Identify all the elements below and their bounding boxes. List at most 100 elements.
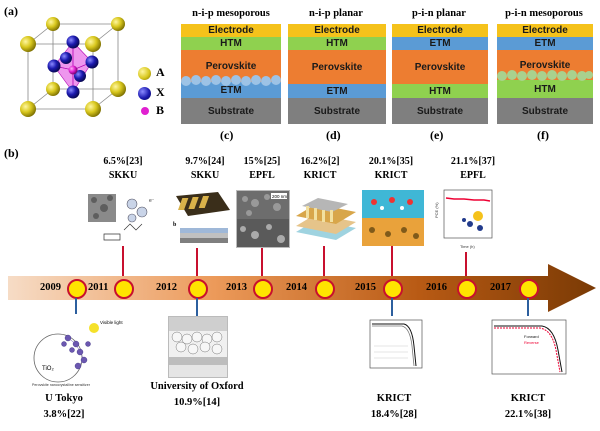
sensitizer-caption: Perovskite nanocrystalline sensitizer — [32, 383, 91, 387]
milestone-institution: SKKU — [108, 170, 138, 181]
year-2017: 2017 — [490, 282, 511, 293]
year-2014: 2014 — [286, 282, 307, 293]
milestone-top-4: 16.2%[2] KRICT — [290, 156, 350, 181]
connector-top-2014 — [323, 246, 325, 278]
time-axis-label: Time (h) — [460, 244, 475, 249]
legend-forward: Forward — [524, 334, 539, 339]
thumbnail-2017-krict: Forward Reverse — [484, 316, 572, 384]
layer-etm: ETM — [497, 37, 593, 50]
timeline-node-2017 — [519, 279, 539, 299]
milestone-bottom-2: University of Oxford 10.9%[14] — [150, 380, 244, 409]
thumb-b-label: b — [173, 222, 177, 228]
connector-bottom-2015 — [391, 298, 393, 316]
connector-top-2015 — [391, 246, 393, 278]
timeline-node-2012 — [188, 279, 208, 299]
layer-etm: ETM — [392, 37, 488, 50]
milestone-top-1: 6.5%[23] SKKU — [88, 156, 158, 181]
thumbnail-2013: 200 nm — [236, 190, 290, 248]
milestone-institution: KRICT — [303, 170, 337, 181]
visible-light-label: Visible light — [100, 320, 123, 325]
connector-bottom-2017 — [527, 298, 529, 316]
layer-electrode: Electrode — [497, 24, 593, 37]
layer-perovskite: Perovskite — [392, 50, 488, 84]
timeline-node-2013 — [253, 279, 273, 299]
milestone-bottom-3: KRICT 18.4%[28] — [354, 392, 434, 421]
milestone-efficiency: 16.2%[2] — [300, 156, 340, 167]
timeline-node-2014 — [315, 279, 335, 299]
layer-electrode: Electrode — [392, 24, 488, 37]
milestone-top-2: 9.7%[24] SKKU — [170, 156, 240, 181]
thumbnail-2012-oxford — [168, 316, 228, 378]
panel-label-d: (d) — [326, 128, 341, 142]
layer-substrate: Substrate — [392, 98, 488, 124]
timeline-arrow — [8, 264, 596, 312]
mesoporous-particles — [181, 75, 281, 86]
svg-text:e⁻: e⁻ — [149, 198, 155, 204]
milestone-bottom-1: U Tokyo 3.8%[22] — [14, 392, 114, 421]
year-2011: 2011 — [88, 282, 109, 293]
layer-etm: ETM — [181, 82, 281, 98]
milestone-top-3: 15%[25] EPFL — [232, 156, 292, 181]
layer-substrate: Substrate — [288, 98, 386, 124]
milestone-efficiency: 3.8%[22] — [43, 409, 85, 420]
device-stack-c: Electrode HTM Perovskite ETM Substrate — [181, 24, 281, 124]
layer-htm: HTM — [181, 37, 281, 50]
year-2013: 2013 — [226, 282, 247, 293]
year-2012: 2012 — [156, 282, 177, 293]
connector-top-2012 — [196, 248, 198, 278]
connector-top-2013 — [261, 248, 263, 278]
milestone-institution: KRICT — [510, 393, 546, 404]
scale-bar-label: 200 nm — [272, 194, 287, 199]
panel-label-b: (b) — [4, 146, 19, 160]
milestone-efficiency: 18.4%[28] — [370, 409, 418, 420]
connector-bottom-2012 — [196, 298, 198, 316]
timeline-node-2011 — [114, 279, 134, 299]
crystal-legend: A X B — [138, 65, 178, 135]
legend-a-sphere — [138, 67, 151, 80]
layer-substrate: Substrate — [181, 98, 281, 124]
milestone-efficiency: 10.9%[14] — [173, 397, 221, 408]
year-2016: 2016 — [426, 282, 447, 293]
layer-electrode: Electrode — [288, 24, 386, 37]
perovskite-crystal-structure — [20, 17, 126, 117]
layer-htm: HTM — [288, 37, 386, 50]
legend-reverse: Reverse — [524, 340, 540, 345]
milestone-institution: SKKU — [190, 170, 220, 181]
device-title-c: n-i-p mesoporous — [192, 8, 270, 19]
milestone-efficiency: 22.1%[38] — [504, 409, 552, 420]
layer-htm: HTM — [392, 84, 488, 98]
device-title-f: p-i-n mesoporous — [505, 8, 583, 19]
legend-x-sphere — [138, 87, 151, 100]
connector-bottom-2009 — [75, 298, 77, 314]
thumbnail-2011: e⁻ — [84, 190, 162, 244]
thumbnail-2012: b — [170, 188, 234, 248]
milestone-institution: University of Oxford — [150, 381, 244, 392]
thumbnail-2015-krict — [364, 316, 426, 376]
timeline-node-2015 — [383, 279, 403, 299]
legend-b-sphere — [141, 107, 149, 115]
milestone-institution: U Tokyo — [45, 393, 83, 404]
milestone-efficiency: 20.1%[35] — [368, 156, 414, 167]
timeline-node-2009 — [67, 279, 87, 299]
layer-htm: HTM — [497, 80, 593, 98]
layer-perovskite: Perovskite — [288, 50, 386, 84]
tio2-label: TiO₂ — [42, 366, 54, 372]
milestone-bottom-4: KRICT 22.1%[38] — [488, 392, 568, 421]
device-stack-e: Electrode ETM Perovskite HTM Substrate — [392, 24, 488, 124]
panel-label-f: (f) — [537, 128, 549, 142]
connector-top-2016 — [465, 252, 467, 278]
thumbnail-2009: TiO₂ Visible light Perovskite nanocrysta… — [28, 314, 124, 388]
legend-b-label: B — [156, 103, 165, 117]
pce-axis-label: PCE (%) — [434, 202, 439, 218]
milestone-efficiency: 6.5%[23] — [103, 156, 143, 167]
milestone-top-5: 20.1%[35] KRICT — [358, 156, 424, 181]
timeline-node-2016 — [457, 279, 477, 299]
milestone-efficiency: 21.1%[37] — [450, 156, 496, 167]
milestone-institution: KRICT — [376, 393, 412, 404]
thumbnail-2016: PCE (%) Time (h) — [434, 186, 496, 252]
milestone-efficiency: 9.7%[24] — [185, 156, 225, 167]
mesoporous-particles — [497, 70, 593, 81]
connector-top-2011 — [122, 246, 124, 278]
thumbnail-2015 — [362, 190, 424, 246]
milestone-institution: EPFL — [249, 170, 275, 181]
